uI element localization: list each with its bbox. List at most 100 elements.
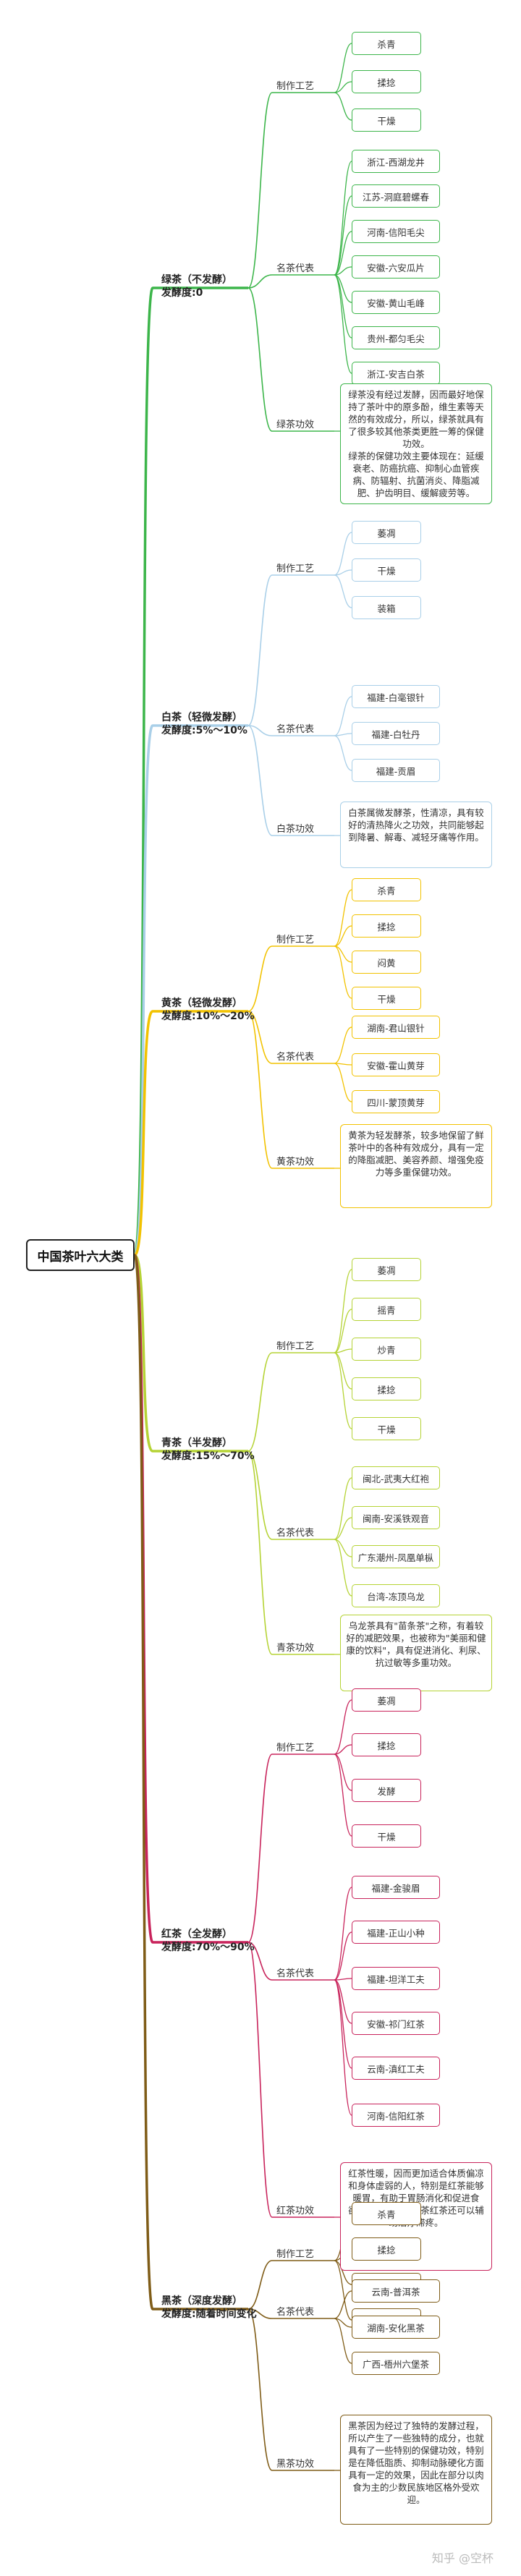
category-name: 青茶（半发酵）: [161, 1437, 232, 1449]
effect-description: 黑茶因为经过了独特的发酵过程，所以产生了一些独特的成分，也就具有了一些特别的保健…: [340, 2415, 492, 2525]
famous-item: 福建-坦洋工夫: [352, 1967, 440, 1990]
process-label: 制作工艺: [276, 2249, 315, 2260]
branch-to-famous-item: [334, 1979, 352, 2116]
branch-to-effect: [247, 2308, 334, 2471]
watermark: 知乎 @空杯: [431, 2551, 494, 2565]
branch-to-process-item: [334, 1352, 352, 1429]
process-label: 制作工艺: [276, 1743, 315, 1754]
branch-to-process: [247, 574, 334, 726]
famous-item: 广西-梧州六堡茶: [352, 2352, 440, 2375]
process-label: 制作工艺: [276, 564, 315, 574]
category-name: 绿茶（不发酵）: [161, 274, 232, 286]
branch-to-process-item: [334, 1348, 352, 1353]
process-item: 揉捻: [352, 70, 421, 93]
famous-item: 云南-普洱茶: [352, 2279, 440, 2303]
famous-item: 贵州-都匀毛尖: [352, 326, 440, 349]
process-item: 闷黄: [352, 951, 421, 974]
branch-to-process-item: [334, 1699, 352, 1755]
famous-label: 名茶代表: [276, 1968, 315, 1979]
category-ferment-degree: 发酵度:5%～10%: [161, 725, 247, 736]
famous-item: 河南-信阳红茶: [352, 2104, 440, 2127]
branch-to-process-item: [334, 532, 352, 576]
branch-to-process-item: [334, 1269, 352, 1353]
process-item: 杀青: [352, 878, 421, 901]
process-item: 揉捻: [352, 1377, 421, 1400]
branch-to-process-item: [334, 43, 352, 93]
branch-to-famous-item: [334, 1026, 352, 1064]
famous-item: 闽北-武夷大红袍: [352, 1466, 440, 1489]
branch-root-to-category: [133, 286, 248, 1257]
process-item: 干燥: [352, 1824, 421, 1848]
process-item: 萎凋: [352, 1688, 421, 1712]
branch-to-famous: [247, 725, 334, 736]
process-item: 装箱: [352, 596, 421, 619]
branch-to-famous-item: [334, 1887, 352, 1981]
famous-item: 河南-信阳毛尖: [352, 220, 440, 243]
process-item: 揉捻: [352, 914, 421, 938]
famous-item: 台湾-冻顶乌龙: [352, 1584, 440, 1607]
famous-item: 福建-正山小种: [352, 1921, 440, 1944]
branch-to-process-item: [334, 81, 352, 93]
branch-to-famous-item: [334, 1063, 352, 1066]
famous-item: 安徽-霍山黄芽: [352, 1053, 440, 1076]
branch-to-process-item: [334, 2260, 352, 2321]
famous-item: 湖南-君山银针: [352, 1016, 440, 1039]
category-node: 白茶（轻微发酵）发酵度:5%～10%: [161, 711, 247, 737]
branch-to-process-item: [334, 92, 352, 121]
process-item: 萎凋: [352, 1258, 421, 1281]
process-label: 制作工艺: [276, 1341, 315, 1352]
process-item: 揉捻: [352, 1733, 421, 1756]
process-item: 杀青: [352, 32, 421, 55]
famous-item: 福建-贡眉: [352, 759, 440, 782]
branch-to-famous-item: [334, 231, 352, 276]
branch-to-effect: [247, 1942, 334, 2218]
effect-label: 黄茶功效: [276, 1157, 315, 1168]
branch-to-famous-item: [334, 161, 352, 276]
branch-to-famous-item: [334, 266, 352, 276]
famous-label: 名茶代表: [276, 724, 315, 735]
branch-root-to-category: [133, 1254, 248, 2311]
effect-label: 青茶功效: [276, 1643, 315, 1654]
category-name: 黄茶（轻微发酵）: [161, 998, 242, 1009]
branch-to-famous-item: [334, 2290, 352, 2319]
branch-root-to-category: [133, 1254, 248, 1453]
category-ferment-degree: 发酵度:10%～20%: [161, 1011, 255, 1022]
famous-item: 浙江-安吉白茶: [352, 362, 440, 385]
branch-to-famous: [247, 1450, 334, 1540]
branch-to-process: [247, 945, 334, 1012]
branch-to-process-item: [334, 925, 352, 947]
process-item: 萎凋: [352, 521, 421, 544]
branch-to-famous-item: [334, 1931, 352, 1981]
branch-to-famous-item: [334, 274, 352, 374]
effect-description: 黄茶为轻发酵茶，较多地保留了鲜茶叶中的各种有效成分，具有一定的降脂减肥、美容养颜…: [340, 1124, 492, 1208]
category-ferment-degree: 发酵度:70%～90%: [161, 1942, 255, 1953]
effect-description: 绿茶没有经过发酵，因而最好地保持了茶叶中的原多酚，维生素等天然的有效成分，所以，…: [340, 383, 492, 504]
famous-item: 福建-金骏眉: [352, 1876, 440, 1899]
famous-item: 福建-白毫银针: [352, 685, 440, 708]
branch-to-famous-item: [334, 1979, 352, 2024]
branch-to-process: [247, 92, 334, 289]
branch-root-to-category: [133, 1010, 248, 1257]
process-label: 制作工艺: [276, 81, 315, 92]
branch-to-process: [247, 1754, 334, 1943]
famous-label: 名茶代表: [276, 263, 315, 274]
branch-to-process: [247, 1352, 334, 1452]
branch-root-to-category: [133, 1254, 248, 1944]
branch-to-effect: [247, 725, 334, 836]
famous-item: 云南-滇红工夫: [352, 2057, 440, 2080]
branch-to-famous-item: [334, 1979, 352, 2069]
branch-to-famous-item: [334, 2318, 352, 2364]
famous-item: 江苏-洞庭碧螺春: [352, 184, 440, 208]
category-node: 绿茶（不发酵）发酵度:0: [161, 273, 232, 299]
process-item: 发酵: [352, 1779, 421, 1802]
branch-to-process-item: [334, 574, 352, 608]
process-item: 揉捻: [352, 2237, 421, 2261]
famous-label: 名茶代表: [276, 2307, 315, 2318]
famous-item: 浙江-西湖龙井: [352, 150, 440, 173]
branch-to-process-item: [334, 1352, 352, 1390]
category-node: 青茶（半发酵）发酵度:15%～70%: [161, 1437, 255, 1463]
branch-to-famous-item: [334, 1978, 352, 1981]
branch-to-famous: [247, 1011, 334, 1064]
branch-to-effect: [247, 287, 334, 432]
